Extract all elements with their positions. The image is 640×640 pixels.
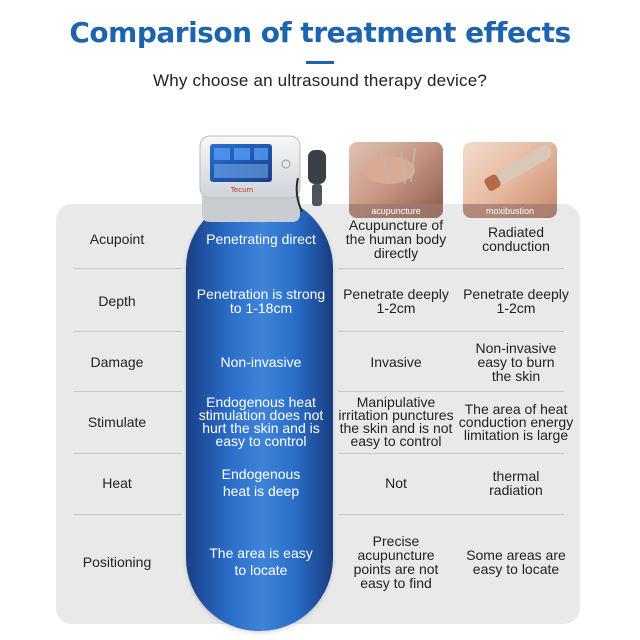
row-divider (74, 453, 182, 454)
moxibustion-cell: thermal radiation (489, 468, 543, 498)
device-cell: Endogenous heat stimulation does not hur… (198, 394, 324, 449)
acupuncture-photo: acupuncture (349, 142, 443, 218)
device-cell: Non-invasive (220, 354, 302, 370)
row-divider (338, 453, 564, 454)
moxibustion-cell: The area of heat conduction energy limit… (458, 400, 574, 443)
moxibustion-cell: Non-invasive easy to burn the skin (475, 340, 557, 384)
device-cell: Endogenous heat is deep (221, 466, 301, 499)
acupuncture-cell: Not (385, 475, 407, 491)
acupuncture-cell: Manipulative irritation punctures the sk… (338, 394, 454, 449)
row-divider (338, 514, 564, 515)
device-brand-logo: Tecum (230, 186, 254, 194)
row-divider (74, 514, 182, 515)
row-label: Stimulate (87, 414, 147, 430)
moxibustion-cell: Radiated conduction (482, 224, 550, 254)
row-label: Acupoint (89, 231, 145, 247)
moxibustion-cell: Some areas are easy to locate (466, 547, 566, 577)
page-subtitle: Why choose an ultrasound therapy device? (152, 71, 488, 90)
moxibustion-caption: moxibustion (463, 204, 557, 218)
table-row: Damage Non-invasive Invasive Non-invasiv… (56, 332, 580, 392)
row-divider (338, 331, 564, 332)
title-underline (306, 61, 334, 64)
row-divider (74, 268, 182, 269)
table-row: Depth Penetration is strong to 1-18cm Pe… (56, 270, 580, 332)
table-row: Heat Endogenous heat is deep Not thermal… (56, 452, 580, 514)
acupuncture-cell: Penetrate deeply 1-2cm (343, 286, 449, 316)
device-cell: The area is easy to locate (209, 545, 313, 578)
row-divider (74, 331, 182, 332)
row-divider (338, 268, 564, 269)
device-highlight-column (186, 195, 333, 631)
table-row: Acupoint Penetrating direct Acupuncture … (56, 208, 580, 270)
row-divider (338, 391, 564, 392)
table-row: Positioning The area is easy to locate P… (56, 514, 580, 610)
moxibustion-cell: Penetrate deeply 1-2cm (463, 286, 569, 316)
row-label: Positioning (82, 554, 152, 570)
row-label: Heat (102, 475, 132, 491)
ultrasound-device-image: Tecum (199, 135, 326, 222)
acupuncture-cell: Acupuncture of the human body directly (345, 217, 447, 261)
acupuncture-cell: Invasive (370, 354, 422, 370)
row-divider (74, 391, 182, 392)
device-cell: Penetrating direct (206, 231, 316, 247)
row-label: Damage (90, 354, 144, 370)
table-row: Stimulate Endogenous heat stimulation do… (56, 392, 580, 452)
acupuncture-cell: Precise acupuncture points are not easy … (353, 533, 439, 591)
moxibustion-photo: moxibustion (463, 142, 557, 218)
page-title: Comparison of treatment effects (69, 16, 571, 49)
row-label: Depth (98, 293, 136, 309)
acupuncture-caption: acupuncture (349, 204, 443, 218)
device-cell: Penetration is strong to 1-18cm (196, 286, 326, 316)
